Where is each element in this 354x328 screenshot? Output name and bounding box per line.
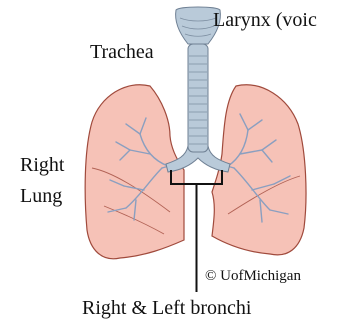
right-lung-label-line1: Right bbox=[20, 155, 64, 175]
right-lung-label-line2: Lung bbox=[20, 186, 62, 206]
bronchi-label: Right & Left bronchi bbox=[82, 298, 251, 318]
larynx-label: Larynx (voic bbox=[213, 10, 317, 30]
trachea-label: Trachea bbox=[90, 42, 154, 62]
copyright-label: © UofMichigan bbox=[205, 269, 301, 284]
